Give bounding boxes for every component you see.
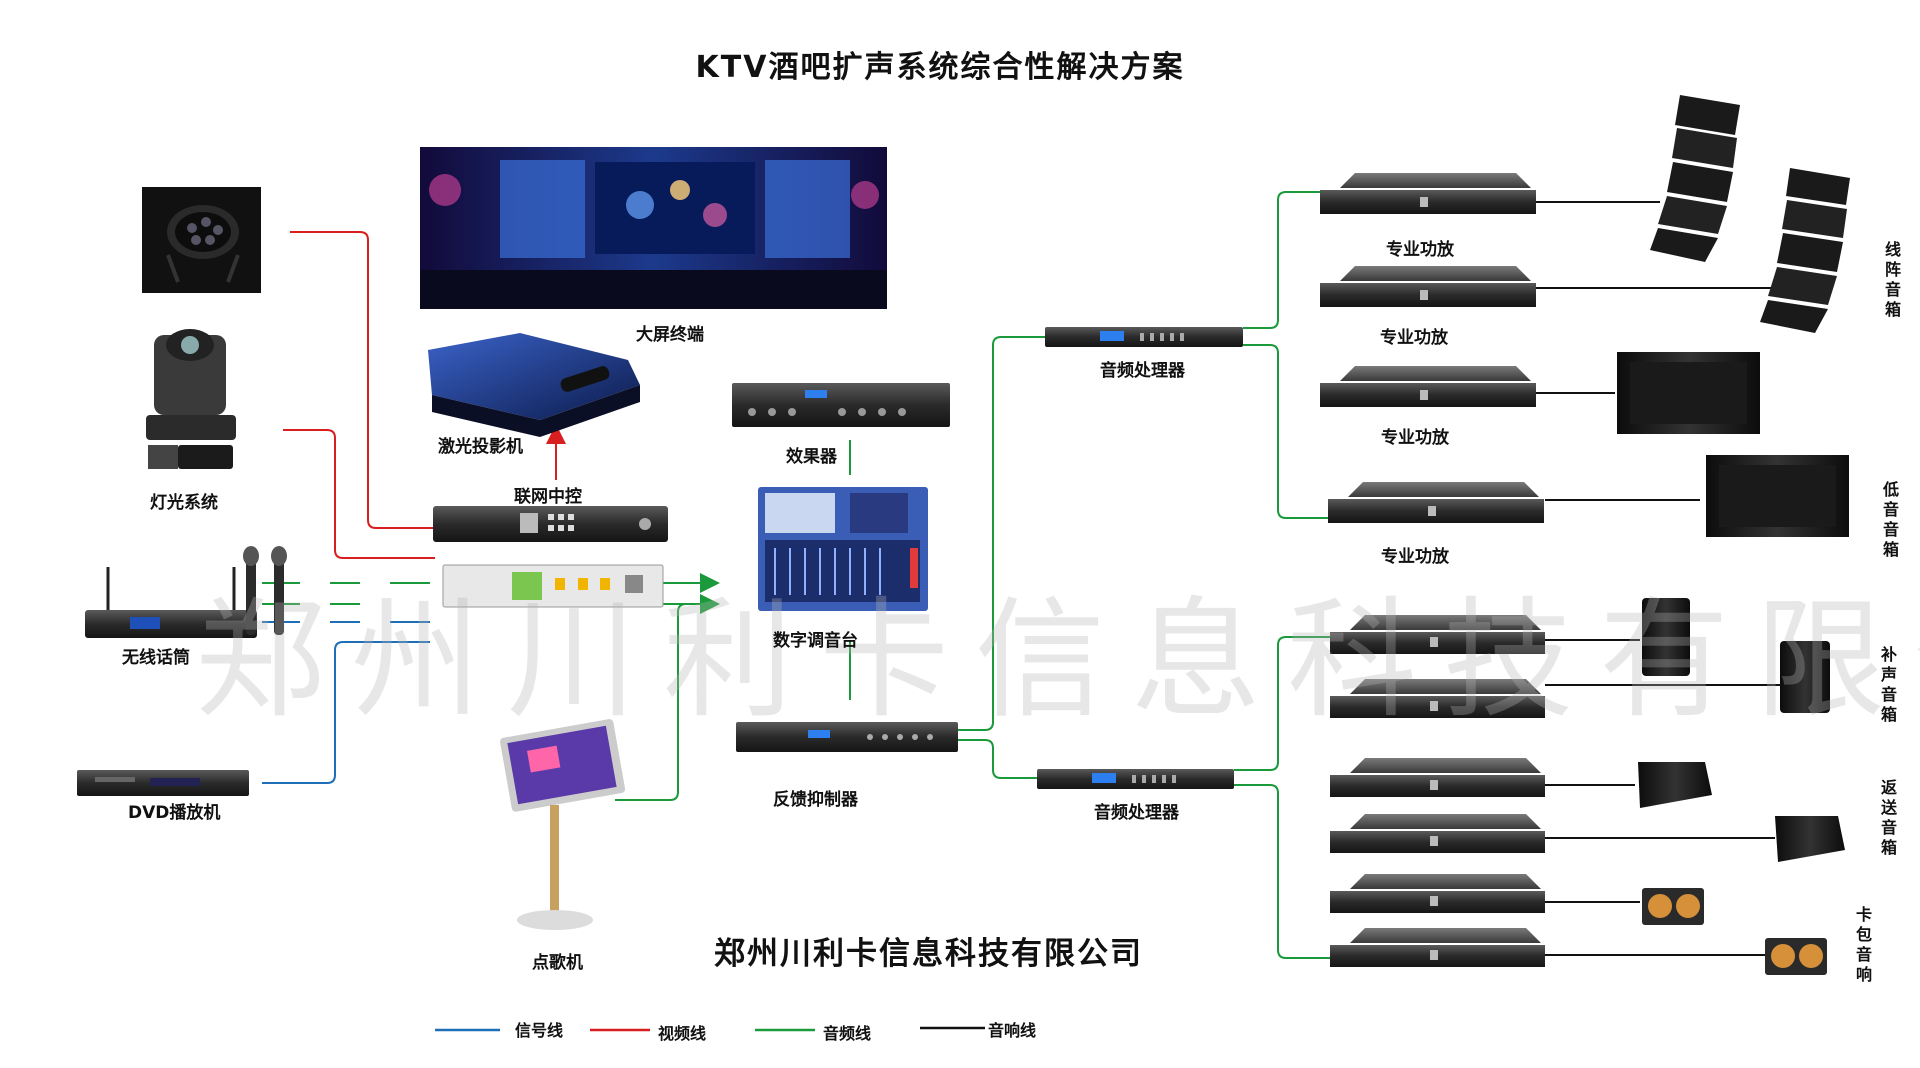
label-booth: 卡包音响 <box>1855 905 1872 984</box>
monitor-wedge-2-image <box>1775 816 1845 862</box>
audio-lines <box>262 191 1330 959</box>
label-line-array: 线阵音箱 <box>1884 240 1901 319</box>
label-amp-3: 专业功放 <box>1381 428 1449 448</box>
amplifier-5-image <box>1330 615 1545 654</box>
signal-lines <box>262 621 430 784</box>
legend-swatches <box>435 1026 985 1032</box>
label-amp-4: 专业功放 <box>1381 547 1449 567</box>
label-processor-top: 音频处理器 <box>1100 361 1185 381</box>
amplifier-6-image <box>1330 679 1545 718</box>
label-fill: 补声音箱 <box>1880 645 1897 724</box>
jukebox-image <box>500 719 626 930</box>
label-jukebox: 点歌机 <box>532 953 583 973</box>
label-lighting: 灯光系统 <box>150 493 218 513</box>
network-control-image <box>433 506 668 542</box>
subwoofer-2-image <box>1706 455 1849 537</box>
amplifier-7-image <box>1330 758 1545 797</box>
label-processor-bottom: 音频处理器 <box>1094 803 1179 823</box>
company-name: 郑州川利卡信息科技有限公司 <box>714 936 1143 972</box>
legend-video: 视频线 <box>658 1024 707 1043</box>
label-laser-projector: 激光投影机 <box>438 437 523 457</box>
subwoofer-1-image <box>1617 352 1760 434</box>
label-dvd: DVD播放机 <box>128 803 221 823</box>
booth-speaker-1-image <box>1642 888 1704 925</box>
amplifier-9-image <box>1330 874 1545 913</box>
effects-unit-image <box>732 383 950 427</box>
monitor-wedge-1-image <box>1638 762 1712 808</box>
digital-mixer-image <box>758 487 928 611</box>
amplifier-8-image <box>1330 814 1545 853</box>
amplifier-1-image <box>1320 173 1536 214</box>
video-lines <box>283 231 566 559</box>
amplifier-10-image <box>1330 928 1545 967</box>
label-mixer: 数字调音台 <box>773 631 858 651</box>
big-screen-image <box>420 147 887 309</box>
fill-speaker-2-image <box>1780 641 1830 713</box>
wireless-mic-image <box>85 546 287 638</box>
fill-speaker-1-image <box>1642 598 1690 676</box>
label-wireless-mic: 无线话筒 <box>122 648 190 668</box>
label-amp-2: 专业功放 <box>1380 328 1448 348</box>
label-monitor: 返送音箱 <box>1880 778 1897 857</box>
amplifier-3-image <box>1320 366 1536 407</box>
line-array-speaker-2-image <box>1760 168 1850 333</box>
amplifier-4-image <box>1328 482 1544 523</box>
par-light-image <box>142 187 261 293</box>
label-network-control: 联网中控 <box>514 487 582 507</box>
feedback-suppressor-image <box>736 722 958 752</box>
label-feedback: 反馈抑制器 <box>773 790 858 810</box>
legend-signal: 信号线 <box>515 1021 564 1040</box>
laser-projector-image <box>428 333 640 437</box>
power-sequencer-image <box>442 564 664 608</box>
amplifiers <box>1320 173 1545 967</box>
label-subwoofer: 低音音箱 <box>1882 480 1899 559</box>
audio-processor-bottom-image <box>1037 769 1234 789</box>
label-amp-1: 专业功放 <box>1386 240 1454 260</box>
moving-head-image <box>146 329 236 469</box>
dvd-player-image <box>77 770 249 796</box>
label-big-screen: 大屏终端 <box>636 325 704 345</box>
line-array-speaker-1-image <box>1650 95 1740 262</box>
legend-speaker: 音响线 <box>988 1021 1037 1040</box>
amplifier-2-image <box>1320 266 1536 307</box>
audio-processor-top-image <box>1045 327 1243 347</box>
speaker-lines <box>1536 201 1780 956</box>
booth-speaker-2-image <box>1765 938 1827 975</box>
label-effects: 效果器 <box>786 447 837 467</box>
legend-audio: 音频线 <box>823 1024 872 1043</box>
page-title: KTV酒吧扩声系统综合性解决方案 <box>695 50 1185 85</box>
